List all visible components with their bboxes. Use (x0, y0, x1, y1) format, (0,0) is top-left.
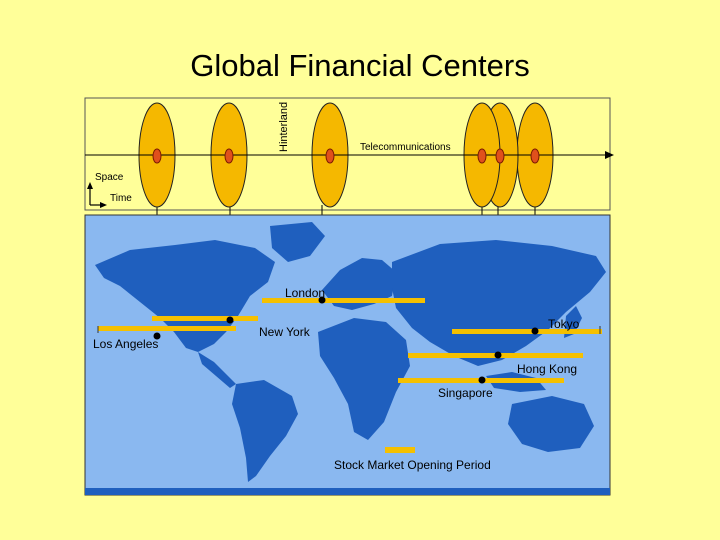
legend-swatch (385, 447, 415, 453)
bar-los-angeles (98, 326, 236, 331)
city-label-hong-kong: Hong Kong (517, 362, 578, 376)
bar-end-ticks (97, 326, 601, 334)
telecom-arrow (605, 151, 614, 159)
legend-label: Stock Market Opening Period (334, 458, 491, 472)
hinterland-label: Hinterland (278, 101, 290, 152)
space-time-axes (87, 182, 107, 208)
bar-new-york (152, 316, 258, 321)
city-label-singapore: Singapore (438, 386, 493, 400)
city-dots (153, 296, 539, 384)
time-label: Time (110, 193, 132, 204)
bar-london (262, 298, 425, 303)
city-label-new-york: New York (259, 325, 310, 339)
city-label-london: London (285, 286, 326, 300)
city-label-los-angeles: Los Angeles (93, 337, 159, 351)
telecom-label: Telecommunications (360, 142, 451, 153)
city-label-tokyo: Tokyo (548, 317, 580, 331)
page-title: Global Financial Centers (190, 48, 530, 83)
bar-tokyo (452, 329, 602, 334)
ellipse-nodes (152, 148, 540, 164)
space-label: Space (95, 172, 124, 183)
